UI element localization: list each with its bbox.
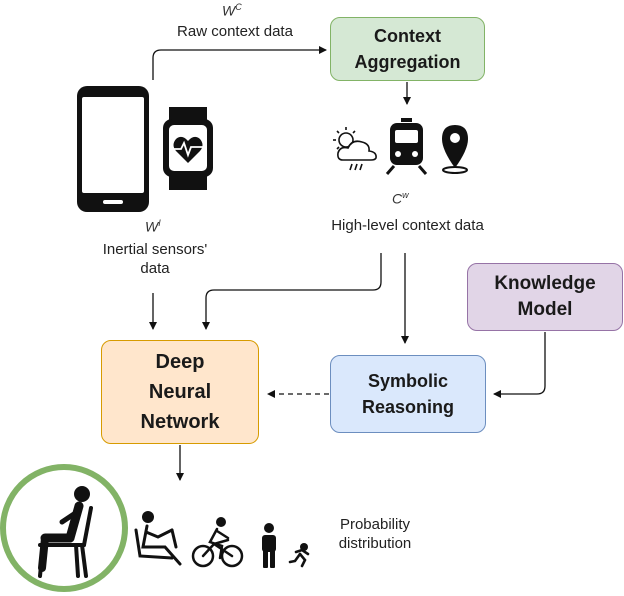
cyclist-icon (191, 517, 244, 568)
probability-label: Probability distribution (338, 516, 412, 552)
knowledge-model-box: Knowledge Model (467, 263, 623, 331)
highlight-circle (0, 464, 128, 592)
smartphone-icon (77, 86, 149, 212)
smartwatch-icon (163, 107, 213, 190)
symbolic-reasoning-box: Symbolic Reasoning (330, 355, 486, 433)
high-level-context-label: High-level context data (331, 217, 484, 234)
location-pin-icon (442, 125, 468, 174)
wi-symbol: WI (145, 218, 161, 235)
context-to-dnn-arrow (202, 253, 382, 330)
wheelchair-person-icon (134, 511, 182, 566)
sitting-person-icon (38, 486, 93, 578)
wc-symbol: WC (222, 2, 242, 19)
context-aggregation-box: Context Aggregation (330, 17, 485, 81)
running-person-icon (288, 543, 310, 568)
raw-context-arrow (152, 46, 327, 80)
deep-neural-network-box: Deep Neural Network (101, 340, 259, 444)
cw-symbol: Cw (392, 190, 409, 207)
weather-icon (333, 127, 377, 171)
raw-context-label: Raw context data (177, 23, 293, 40)
knowledge-to-symbolic-arrow (493, 332, 546, 398)
standing-person-icon (262, 523, 276, 568)
inertial-label: Inertial sensors' data (102, 241, 208, 277)
train-icon (385, 118, 428, 175)
